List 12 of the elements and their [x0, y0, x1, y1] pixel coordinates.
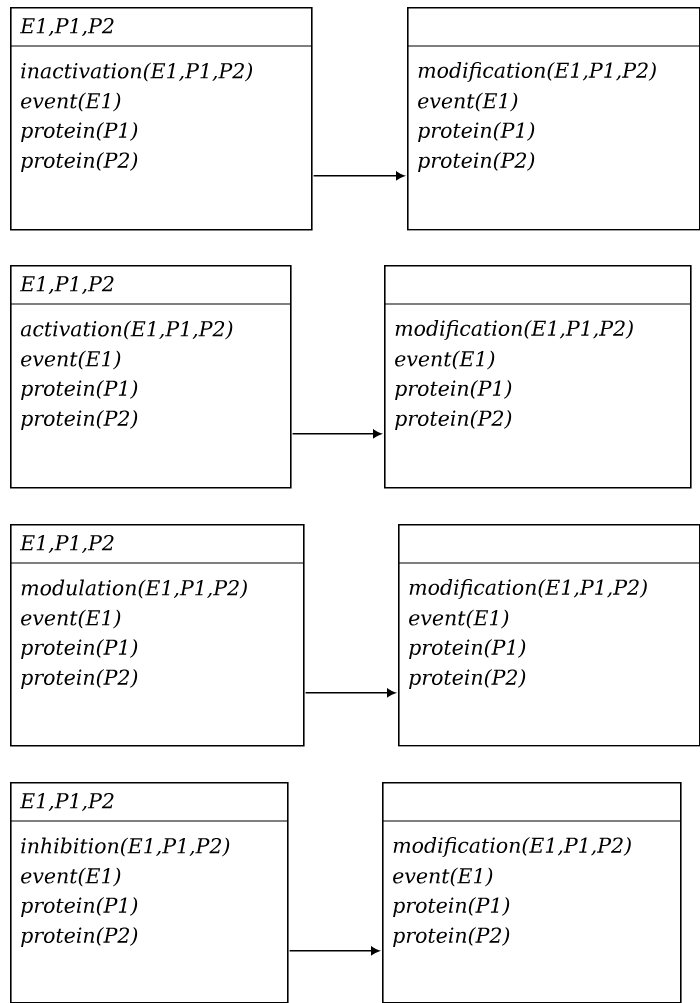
text-box: E1,P1,P2 activation(E1,P1,P2) event(E1) protein(P1) protein(P2) — [9, 265, 292, 489]
text-box: modification(E1,P1,P2) event(E1) protein(P1) protein(P2) — [381, 782, 682, 1003]
arrow — [304, 688, 396, 698]
text-box: modification(E1,P1,P2) event(E1) protein(P1) protein(P2) — [383, 265, 692, 489]
arrow — [291, 429, 382, 439]
text-box: E1,P1,P2 inhibition(E1,P1,P2) event(E1) protein(P1) protein(P2) — [9, 782, 289, 1003]
text-box: modification(E1,P1,P2) event(E1) protein(P1) protein(P2) — [406, 7, 700, 231]
text-box: modification(E1,P1,P2) event(E1) protein(P1) protein(P2) — [397, 524, 700, 747]
text-box: E1,P1,P2 modulation(E1,P1,P2) event(E1) protein(P1) protein(P2) — [9, 524, 305, 747]
arrow — [288, 946, 380, 956]
text-box: E1,P1,P2 inactivation(E1,P1,P2) event(E1) protein(P1) protein(P2) — [9, 7, 313, 231]
arrow — [312, 171, 405, 181]
